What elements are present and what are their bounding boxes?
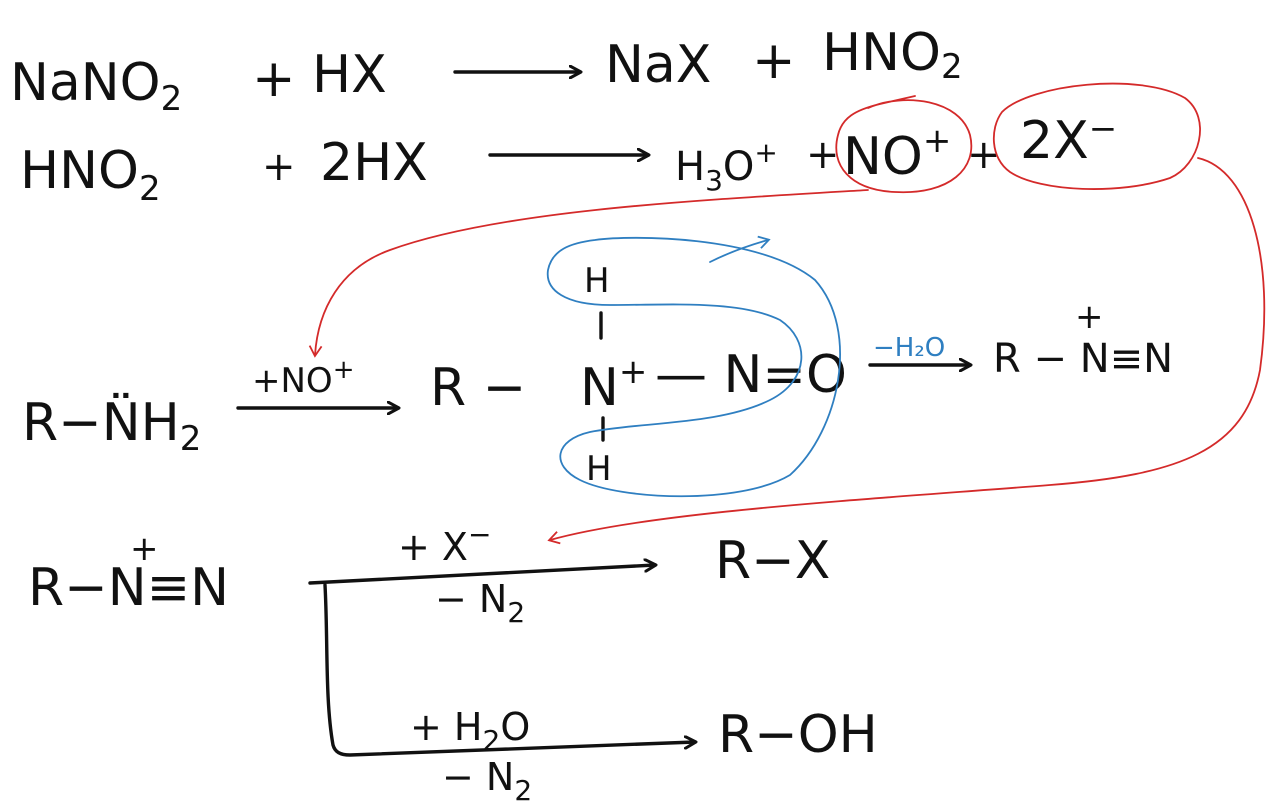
top-nitrogen-loss: − N2 — [435, 577, 525, 629]
eq1-reactant1: NaNO2 — [10, 53, 182, 119]
eq1-product1: NaX — [605, 35, 711, 95]
eq1-plus2: + — [752, 31, 796, 91]
eq2-product3: 2X− — [1020, 109, 1117, 171]
water-loss-label: −H₂O — [873, 333, 945, 363]
hydrolysis-arrow — [323, 583, 695, 757]
halide-circle — [992, 82, 1201, 190]
no-plus-transfer-arrow — [308, 189, 869, 358]
diazonium-charge: + — [1075, 297, 1104, 337]
diazonium-reactions: R−N≡N + + X− − N2 R−X + H2O − N2 R−OH — [28, 518, 878, 807]
eq2-plus1: + — [262, 144, 296, 190]
eq2-plus2: + — [806, 132, 840, 178]
eq2-product2: NO+ — [843, 121, 951, 187]
diazonium-product: R − N≡N — [993, 336, 1173, 382]
hydrogen-bottom: H — [586, 449, 612, 489]
halide-transfer-arrow — [547, 157, 1266, 545]
nitrosonium-reagent: +NO+ — [252, 355, 354, 401]
no-plus-circle — [835, 95, 973, 194]
eq1-product2: HNO2 — [822, 23, 963, 87]
intermediate-r-group: R − — [430, 358, 526, 418]
halide-reagent: + X− — [398, 518, 491, 569]
equation-2: HNO2 + 2HX H3O+ + NO+ + 2X− — [20, 109, 1117, 209]
equation-1: NaNO2 + HX NaX + HNO2 — [10, 23, 963, 119]
alcohol-product: R−OH — [718, 705, 878, 765]
eq2-product1: H3O+ — [675, 136, 778, 197]
eq2-plus3: + — [967, 132, 1001, 178]
intermediate-nitrogen: N+ — [580, 352, 647, 418]
water-elimination-loop — [546, 236, 841, 498]
amine: R−N̈H2 — [22, 393, 201, 459]
water-elimination-arrow — [709, 235, 771, 263]
diazonium-salt: R−N≡N — [28, 558, 229, 618]
water-reagent: + H2O — [410, 705, 530, 757]
bottom-nitrogen-loss: − N2 — [442, 755, 532, 807]
eq2-reactant1: HNO2 — [20, 141, 161, 209]
eq1-plus1: + — [252, 49, 296, 109]
diazonium-salt-charge: + — [130, 529, 159, 569]
intermediate-nitroso: — N=O — [655, 345, 847, 405]
eq1-reactant2: HX — [312, 45, 387, 105]
alkyl-halide-product: R−X — [715, 531, 830, 591]
hydrogen-top: H — [584, 261, 610, 301]
halide-substitution-arrow — [308, 565, 655, 585]
mechanism-row: R−N̈H2 +NO+ R − N+ — N=O H H −H₂O R − N≡… — [22, 235, 1173, 498]
eq2-reactant2: 2HX — [320, 133, 428, 193]
